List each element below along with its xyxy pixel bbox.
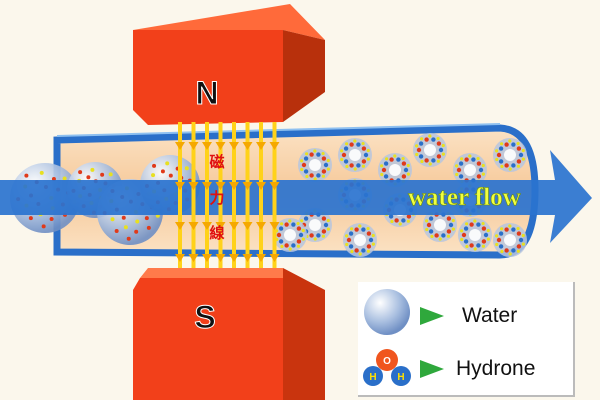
magnetic-field-lines (175, 122, 280, 268)
field-arrow-icon (202, 254, 212, 262)
legend-hydrone-label: Hydrone (456, 357, 536, 380)
field-arrow-icon (175, 182, 185, 190)
north-magnet (133, 4, 325, 125)
field-arrow-icon (242, 254, 253, 262)
field-label-1: 磁 (209, 153, 224, 171)
field-arrow-icon (188, 182, 199, 190)
field-arrow-icon (175, 222, 185, 230)
field-arrow-icon (188, 254, 199, 262)
field-arrow-icon (188, 142, 199, 150)
field-arrow-icon (256, 142, 266, 150)
field-arrow-icon (188, 222, 199, 230)
field-arrow-icon (269, 222, 280, 230)
hydrone-cluster (423, 208, 457, 242)
north-label: N (195, 75, 218, 111)
water-sphere-icon (364, 289, 410, 335)
hydrone-cluster (378, 153, 412, 187)
field-arrow-icon (175, 254, 185, 262)
hydrone-cluster (338, 138, 372, 172)
field-arrow-icon (256, 222, 266, 230)
field-arrow-icon (175, 142, 185, 150)
hydrone-atom-h1: H (369, 372, 376, 383)
hydrone-cluster (458, 218, 492, 252)
field-arrow-icon (202, 182, 212, 190)
flow-arrow (0, 150, 592, 243)
field-arrow-icon (202, 142, 212, 150)
field-label-2: 力 (209, 189, 224, 207)
field-label-3: 線 (209, 224, 224, 242)
hydrone-molecule-icon: O H H (363, 349, 411, 386)
field-arrow-icon (215, 142, 226, 150)
field-arrow-icon (229, 254, 239, 262)
hydrone-cluster (273, 218, 307, 252)
south-label: S (194, 299, 215, 335)
field-arrow-icon (269, 182, 280, 190)
hydrone-cluster (413, 133, 447, 167)
south-magnet (133, 268, 325, 400)
field-arrow-icon (229, 182, 239, 190)
field-arrow-icon (229, 142, 239, 150)
hydrone-cluster (493, 223, 527, 257)
field-arrow-icon (242, 222, 253, 230)
hydrone-cluster (493, 138, 527, 172)
field-arrow-icon (202, 222, 212, 230)
hydrone-atom-h2: H (397, 372, 404, 383)
legend-water-label: Water (462, 304, 518, 327)
field-arrow-icon (269, 142, 280, 150)
field-arrow-icon (242, 182, 253, 190)
legend-arrow-icon (420, 360, 444, 378)
hydrone-cluster (453, 153, 487, 187)
hydrone-cluster (298, 148, 332, 182)
field-arrow-icon (215, 254, 226, 262)
field-arrow-icon (256, 254, 266, 262)
field-arrow-icon (215, 182, 226, 190)
field-arrow-icon (229, 222, 239, 230)
legend-arrow-icon (420, 307, 444, 325)
flow-label: water flow (408, 184, 521, 211)
legend: Water O H H Hydrone (358, 282, 575, 397)
field-arrow-icon (242, 142, 253, 150)
hydrone-cluster (343, 223, 377, 257)
field-arrow-icon (215, 222, 226, 230)
hydrone-atom-o: O (383, 356, 391, 367)
field-arrow-icon (269, 254, 280, 262)
field-arrow-icon (256, 182, 266, 190)
